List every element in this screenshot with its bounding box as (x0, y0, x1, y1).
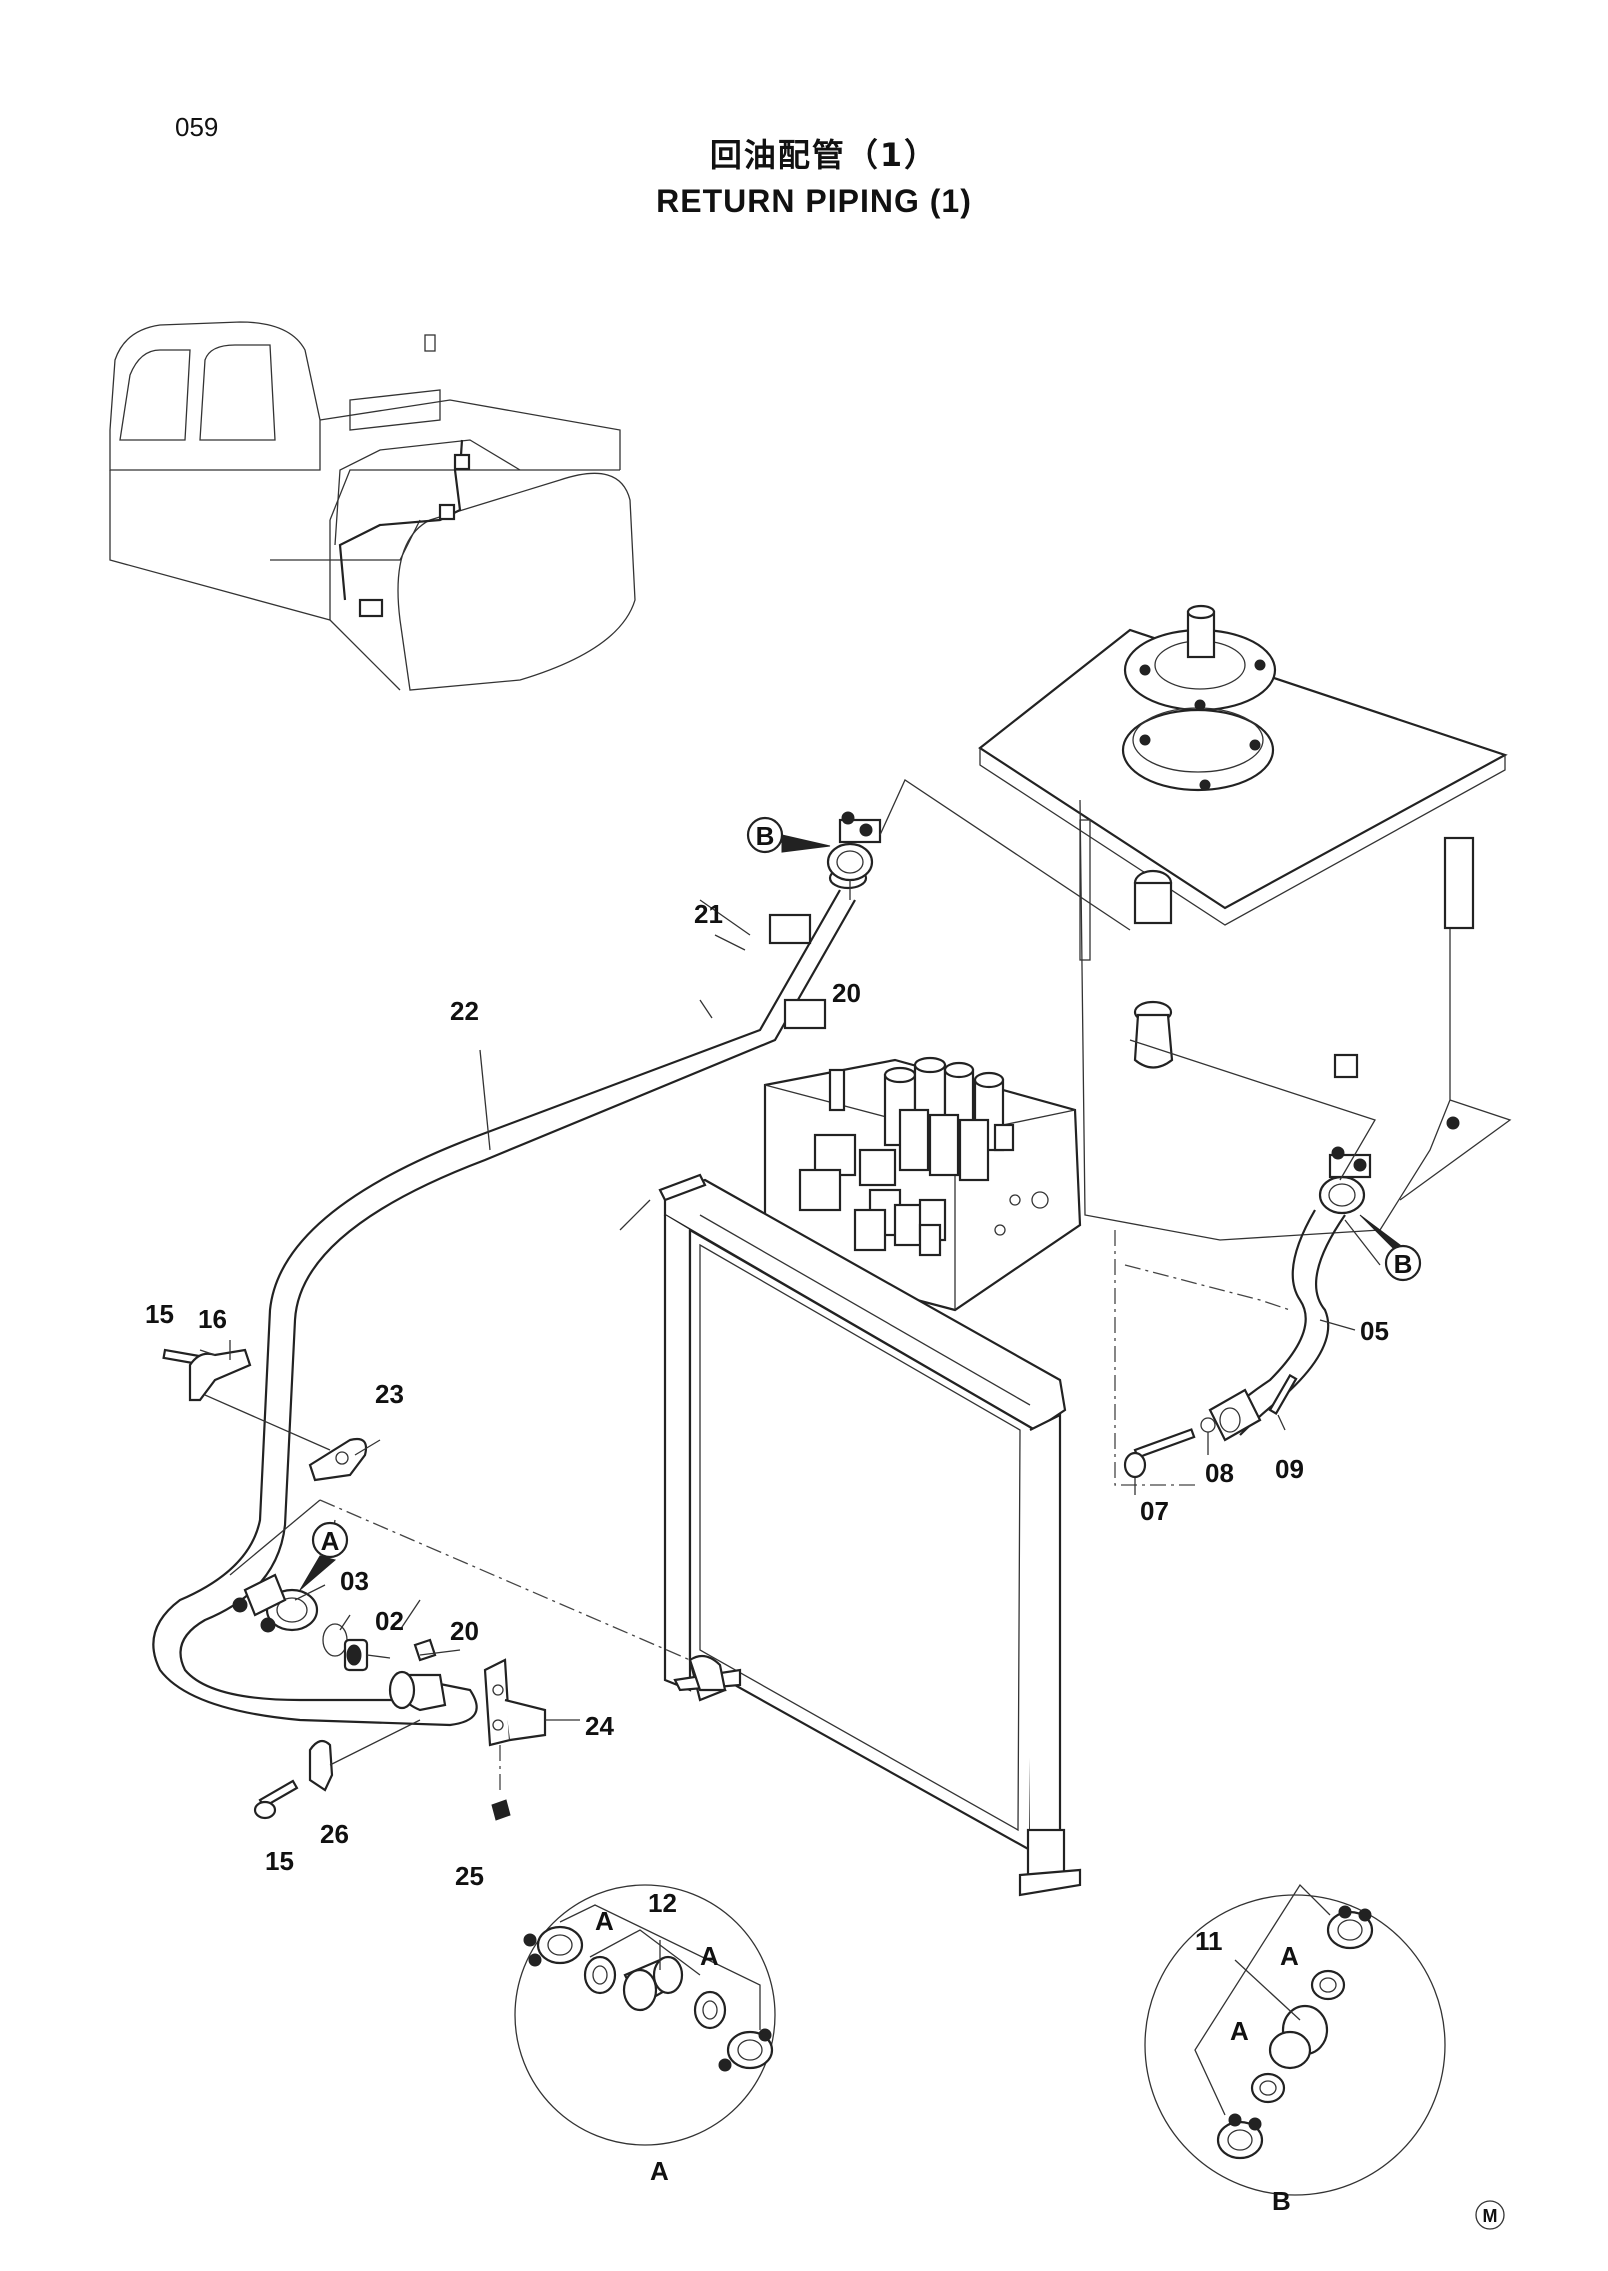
callout-b-right: B (1359, 1214, 1422, 1282)
part-number-15-top: 15 (145, 1299, 174, 1329)
bracket-16-23 (162, 1348, 368, 1482)
part-number-05: 05 (1360, 1316, 1389, 1346)
callout-b-top-label: B (756, 821, 775, 851)
part-number-24: 24 (585, 1711, 614, 1741)
oil-cooler-frame (658, 1173, 1082, 1897)
part-number-26: 26 (320, 1819, 349, 1849)
part-number-25: 25 (455, 1861, 484, 1891)
detail-b-top-label: A (1280, 1941, 1299, 1971)
control-valve (763, 1056, 1082, 1312)
clamp-group-b-top (826, 779, 1131, 931)
part-number-15-bottom: 15 (265, 1846, 294, 1876)
part-number-09: 09 (1275, 1454, 1304, 1484)
part-number-12: 12 (648, 1888, 677, 1918)
excavator-overview (109, 321, 636, 691)
leader-lines (199, 899, 1381, 1656)
page-mark: M (1475, 2200, 1505, 2230)
detail-a-right-label: A (700, 1941, 719, 1971)
part-number-07: 07 (1140, 1496, 1169, 1526)
detail-b-caption: B (1272, 2186, 1291, 2216)
detail-a-left-label: A (595, 1906, 614, 1936)
page-mark-label: M (1483, 2206, 1498, 2226)
detail-view-b (1144, 1883, 1446, 2196)
title-chinese: 回油配管（1） (709, 136, 939, 174)
part-number-21: 21 (694, 899, 723, 929)
part-number-23: 23 (375, 1379, 404, 1409)
bolts-07-08-09 (1123, 1373, 1298, 1495)
callout-b-right-label: B (1394, 1249, 1413, 1279)
part-number-20-top: 20 (832, 978, 861, 1008)
return-pipe-22 (152, 866, 868, 1727)
part-number-11: 11 (1195, 1926, 1223, 1956)
page-number: 059 (175, 112, 219, 142)
part-number-08: 08 (1205, 1458, 1234, 1488)
part-number-03: 03 (340, 1566, 369, 1596)
part-labels: 21 20 22 15 16 23 03 02 20 24 15 26 25 0… (145, 899, 1389, 2216)
detail-b-bottom-label: A (1230, 2016, 1249, 2046)
callout-b-top: B (746, 816, 831, 854)
callout-a-top: A (299, 1521, 349, 1591)
callout-a-top-label: A (321, 1526, 340, 1556)
part-number-16: 16 (198, 1304, 227, 1334)
hose-05-assembly (1114, 1039, 1376, 1486)
title-english: RETURN PIPING (1) (656, 183, 972, 219)
part-number-20-bottom: 20 (450, 1616, 479, 1646)
detail-a-caption: A (650, 2156, 669, 2186)
detail-view-a (514, 1884, 776, 2146)
brackets-24-25-26 (253, 1658, 580, 1821)
hydraulic-tank (978, 604, 1512, 1241)
part-number-02: 02 (375, 1606, 404, 1636)
part-number-22: 22 (450, 996, 479, 1026)
